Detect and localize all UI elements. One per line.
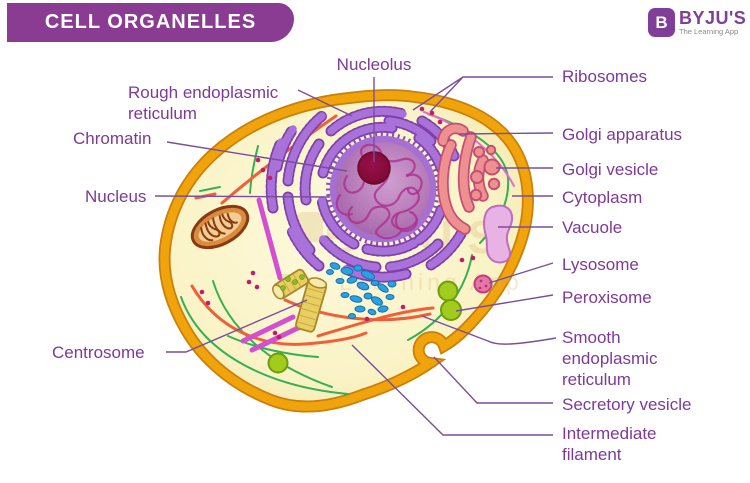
vacuole xyxy=(483,204,514,264)
label-golgi-vesicle: Golgi vesicle xyxy=(562,160,659,179)
centrosome xyxy=(272,268,328,333)
nuclear-pores xyxy=(326,132,440,246)
byjus-logo-icon: B xyxy=(648,8,675,37)
byjus-logo-brand: BYJU'S xyxy=(679,8,747,28)
microtubules xyxy=(180,113,510,395)
line-smooth-er xyxy=(421,315,557,345)
label-nucleus: Nucleus xyxy=(85,187,147,206)
label-chromatin: Chromatin xyxy=(73,129,152,148)
label-rough-er: Rough endoplasmic reticulum xyxy=(128,83,279,123)
rough-er xyxy=(265,105,467,283)
label-centrosome: Centrosome xyxy=(52,343,145,362)
label-intermediate-filament: Intermediate filament xyxy=(562,424,657,464)
line-chromatin xyxy=(166,141,348,172)
line-intermediate-filament xyxy=(351,344,553,436)
title-banner: CELL ORGANELLES xyxy=(7,3,294,42)
label-nucleolus: Nucleolus xyxy=(336,55,412,74)
byjus-logo-tagline: The Learning App xyxy=(679,27,739,36)
line-peroxisome xyxy=(455,294,554,312)
label-vacuole: Vacuole xyxy=(562,218,623,237)
label-peroxisome: Peroxisome xyxy=(562,288,652,307)
label-secretory-vesicle: Secretory vesicle xyxy=(562,395,692,414)
line-nucleus xyxy=(154,195,331,198)
line-golgi-apparatus xyxy=(458,132,554,135)
lysosome xyxy=(473,274,493,294)
label-ribosomes: Ribosomes xyxy=(562,67,648,86)
nucleus xyxy=(326,132,440,246)
label-cytoplasm: Cytoplasm xyxy=(562,188,643,207)
label-lysosome: Lysosome xyxy=(562,255,639,274)
line-rough-er xyxy=(297,89,353,117)
page-title: CELL ORGANELLES xyxy=(44,11,257,33)
label-lines xyxy=(154,76,557,436)
mitochondrion xyxy=(190,204,250,250)
line-secretory-vesicle xyxy=(433,356,553,404)
microtubule-rods xyxy=(240,197,303,353)
line-lysosome xyxy=(488,262,554,284)
golgi-apparatus xyxy=(437,122,501,235)
line-ribosomes xyxy=(412,76,553,113)
golgi-vesicles xyxy=(469,144,501,202)
label-smooth-er: Smooth endoplasmic reticulum xyxy=(562,328,658,389)
label-golgi-apparatus: Golgi apparatus xyxy=(562,125,683,144)
byjus-logo: B BYJU'S The Learning App xyxy=(648,8,746,37)
transport-vesicles xyxy=(326,262,397,319)
line-centrosome xyxy=(166,299,308,353)
